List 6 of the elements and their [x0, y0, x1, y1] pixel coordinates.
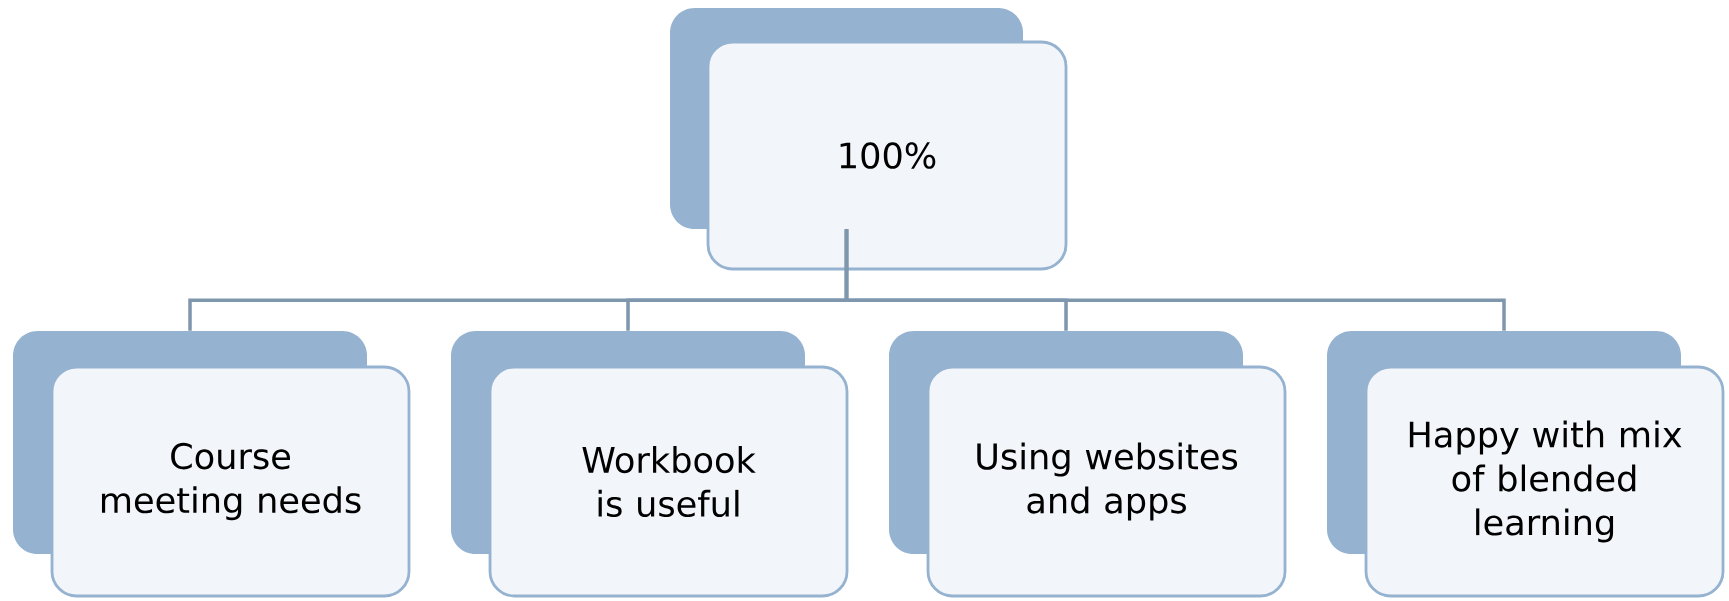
box-drawing: Workbook is useful [451, 331, 849, 598]
box-drawing: Using websites and apps [889, 331, 1287, 598]
box-drawing: Course meeting needs [13, 331, 411, 598]
box-drawing: Happy with mix of blended learning [1327, 331, 1725, 598]
box-drawing: 100% [670, 8, 1068, 271]
connector-line [844, 229, 1506, 331]
